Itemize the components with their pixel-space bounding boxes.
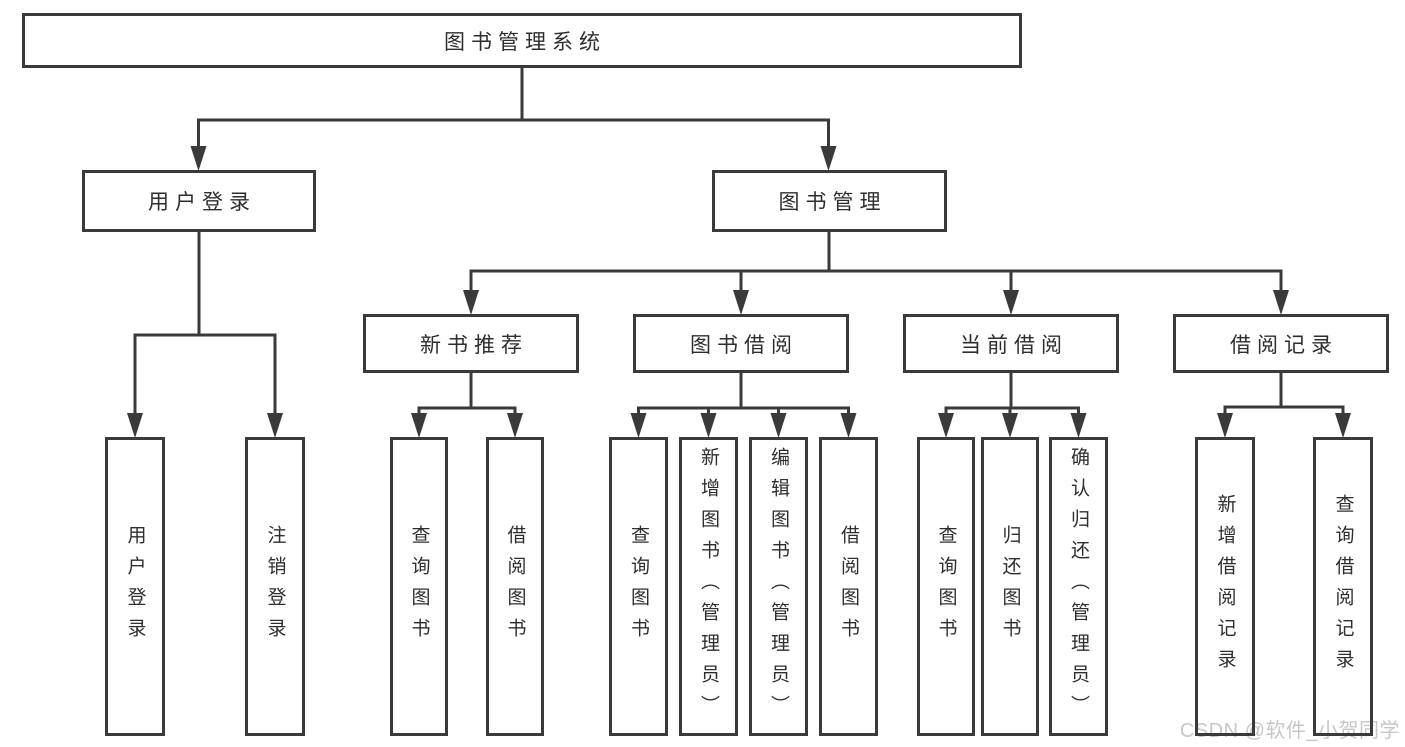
leaf-logout-label: 注销登录 [264, 524, 286, 649]
node-user-login-label: 用户登录 [148, 191, 256, 214]
leaf-edit-book-admin: 编辑图书（管理员） [749, 437, 808, 736]
leaf-user-login: 用户登录 [105, 437, 165, 736]
node-book-borrowing-label: 图书借阅 [690, 333, 798, 357]
leaf-query-books-current: 查询图书 [917, 437, 975, 736]
leaf-add-book-admin: 新增图书（管理员） [679, 437, 738, 736]
leaf-add-borrow-record: 新增借阅记录 [1195, 437, 1255, 736]
node-book-management: 图书管理 [712, 170, 947, 232]
leaf-query-borrow-record-label: 查询借阅记录 [1332, 493, 1354, 680]
leaf-return-book-label: 归还图书 [999, 524, 1021, 649]
node-new-book-recommend: 新书推荐 [363, 314, 579, 373]
leaf-user-login-label: 用户登录 [124, 524, 146, 649]
node-root-label: 图书管理系统 [444, 30, 606, 54]
leaf-confirm-return-admin-label: 确认归还（管理员） [1068, 447, 1089, 726]
leaf-borrow-books-borrowing: 借阅图书 [819, 437, 878, 736]
node-new-book-recommend-label: 新书推荐 [420, 333, 528, 357]
leaf-confirm-return-admin: 确认归还（管理员） [1049, 437, 1108, 736]
node-borrowing-records-label: 借阅记录 [1230, 333, 1338, 357]
leaf-query-books-borrowing-label: 查询图书 [628, 524, 649, 649]
leaf-logout: 注销登录 [245, 437, 305, 736]
leaf-query-borrow-record: 查询借阅记录 [1313, 437, 1373, 736]
node-borrowing-records: 借阅记录 [1173, 314, 1389, 373]
node-book-borrowing: 图书借阅 [633, 314, 849, 373]
leaf-query-books-recommend: 查询图书 [390, 437, 448, 736]
leaf-borrow-books-recommend-label: 借阅图书 [504, 524, 526, 649]
leaf-query-books-current-label: 查询图书 [935, 524, 957, 649]
leaf-edit-book-admin-label: 编辑图书（管理员） [768, 447, 789, 726]
csdn-watermark: CSDN @软件_小贺同学 [1179, 720, 1400, 742]
node-current-borrowing-label: 当前借阅 [960, 333, 1068, 357]
node-root-library-system: 图书管理系统 [22, 13, 1022, 68]
node-book-management-label: 图书管理 [778, 191, 887, 214]
leaf-borrow-books-borrowing-label: 借阅图书 [838, 524, 859, 649]
leaf-return-book: 归还图书 [981, 437, 1039, 736]
node-user-login: 用户登录 [82, 170, 316, 232]
leaf-add-book-admin-label: 新增图书（管理员） [698, 447, 719, 726]
node-current-borrowing: 当前借阅 [903, 314, 1119, 373]
leaf-borrow-books-recommend: 借阅图书 [486, 437, 544, 736]
leaf-query-books-borrowing: 查询图书 [609, 437, 668, 736]
leaf-query-books-recommend-label: 查询图书 [408, 524, 430, 649]
leaf-add-borrow-record-label: 新增借阅记录 [1214, 493, 1236, 680]
arrowhead-icons [127, 146, 1351, 438]
